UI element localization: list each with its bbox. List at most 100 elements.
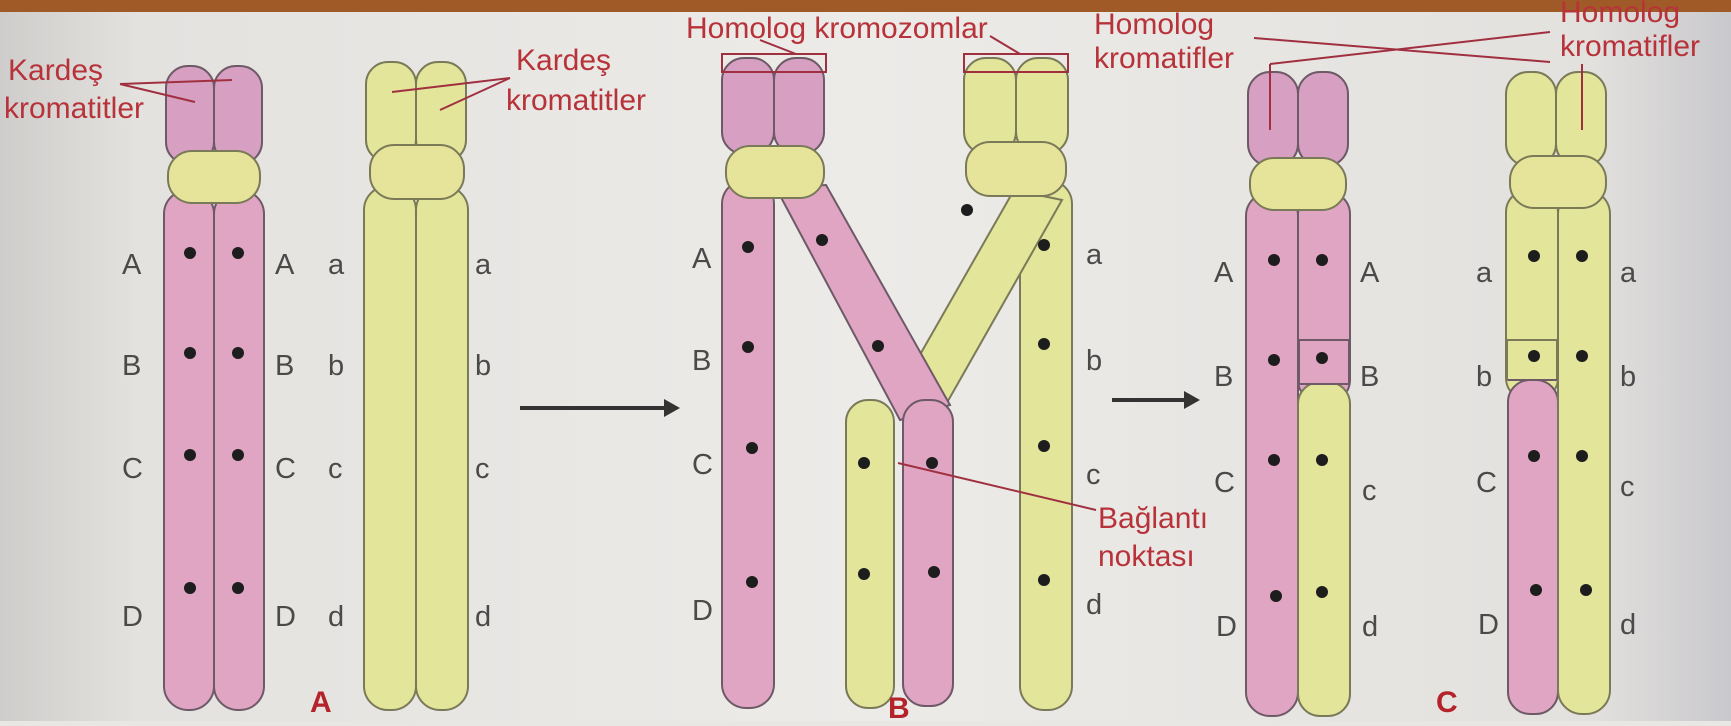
gene-label: B	[692, 345, 711, 377]
label-homologous-chromatids-2-line1: Homolog	[1560, 0, 1680, 29]
gene-label: a	[1620, 257, 1637, 289]
gene-locus	[184, 582, 196, 594]
gene-locus	[1268, 454, 1280, 466]
gene-locus	[1268, 354, 1280, 366]
gene-locus	[926, 457, 938, 469]
gene-locus	[1316, 454, 1328, 466]
gene-locus	[858, 568, 870, 580]
centromere	[966, 142, 1066, 196]
panel-label-b: B	[888, 692, 910, 721]
gene-locus	[1528, 450, 1540, 462]
gene-locus	[1038, 574, 1050, 586]
gene-label: C	[275, 453, 296, 485]
gene-label: C	[122, 453, 143, 485]
gene-label: C	[692, 449, 713, 481]
centromere	[370, 145, 464, 199]
gene-label: D	[692, 595, 713, 627]
gene-label: c	[1086, 459, 1101, 491]
gene-locus	[1576, 250, 1588, 262]
gene-locus	[184, 347, 196, 359]
gene-label: D	[1478, 609, 1499, 641]
gene-label: b	[475, 350, 491, 382]
label-homologous-chromatids-1-line2: kromatifler	[1094, 42, 1234, 75]
gene-locus	[1316, 352, 1328, 364]
chromosome-a-pink	[164, 66, 264, 710]
gene-label: c	[475, 453, 490, 485]
gene-locus	[1580, 584, 1592, 596]
gene-label: B	[1360, 361, 1379, 393]
gene-label: A	[122, 249, 142, 281]
gene-label: d	[475, 601, 491, 633]
chromosome-a-yellow	[364, 62, 468, 710]
chromatid-top	[1248, 72, 1298, 166]
gene-locus	[872, 340, 884, 352]
chromosome-c-left	[1246, 72, 1350, 716]
label-sister-chromatids-2-line2: kromatitler	[506, 84, 646, 117]
gene-locus	[1576, 450, 1588, 462]
gene-label: D	[1216, 611, 1237, 643]
gene-locus	[742, 241, 754, 253]
label-homologous-chromatids-2-line2: kromatifler	[1560, 30, 1700, 63]
gene-locus	[1530, 584, 1542, 596]
gene-label: a	[1086, 239, 1103, 271]
gene-locus	[1270, 590, 1282, 602]
gene-label: d	[328, 601, 344, 633]
gene-label: B	[122, 350, 141, 382]
gene-label: A	[692, 243, 712, 275]
chromatid-arm-pink-part	[1508, 380, 1558, 714]
gene-label: c	[328, 453, 343, 485]
gene-locus	[1528, 250, 1540, 262]
gene-label: a	[1476, 257, 1493, 289]
gene-locus	[1038, 440, 1050, 452]
gene-label: d	[1086, 589, 1102, 621]
gene-locus	[742, 341, 754, 353]
gene-locus	[1528, 350, 1540, 362]
gene-locus	[816, 234, 828, 246]
gene-locus	[232, 582, 244, 594]
label-sister-chromatids-line2: kromatitler	[4, 92, 144, 125]
chromatid-arm	[364, 186, 416, 710]
crossed-chromatid-lower	[846, 400, 894, 708]
panel-label-c: C	[1436, 686, 1458, 719]
gene-label: C	[1476, 467, 1497, 499]
gene-locus	[1038, 239, 1050, 251]
gene-label: b	[1620, 361, 1636, 393]
gene-locus	[1576, 350, 1588, 362]
gene-locus	[1316, 586, 1328, 598]
gene-label: d	[1620, 609, 1636, 641]
gene-label: C	[1214, 467, 1235, 499]
panel-label-a: A	[310, 686, 332, 719]
label-homologous-chromosomes: Homolog kromozomlar	[686, 12, 988, 45]
centromere	[168, 151, 260, 203]
label-connection-point-line2: noktası	[1098, 540, 1195, 573]
gene-label: A	[1360, 257, 1380, 289]
chromatid-arm	[1246, 192, 1298, 716]
gene-label: A	[1214, 257, 1234, 289]
gene-label: D	[122, 601, 143, 633]
gene-label: B	[1214, 361, 1233, 393]
gene-locus	[746, 576, 758, 588]
gene-locus	[746, 442, 758, 454]
gene-locus	[1038, 338, 1050, 350]
label-homologous-chromatids-1-line1: Homolog	[1094, 8, 1214, 41]
centromere	[1250, 158, 1346, 210]
crossed-chromatid-lower	[903, 400, 953, 706]
label-sister-chromatids-line1: Kardeş	[8, 54, 103, 87]
gene-locus	[1316, 254, 1328, 266]
gene-locus	[184, 449, 196, 461]
gene-locus	[858, 457, 870, 469]
gene-label: B	[275, 350, 294, 382]
gene-locus	[961, 204, 973, 216]
gene-label: c	[1362, 475, 1377, 507]
label-connection-point-line1: Bağlantı	[1098, 502, 1208, 535]
gene-label: d	[1362, 611, 1378, 643]
gene-label: b	[328, 350, 344, 382]
label-sister-chromatids-2-line1: Kardeş	[516, 44, 611, 77]
centromere	[1510, 156, 1606, 208]
gene-locus	[928, 566, 940, 578]
gene-label: a	[475, 249, 492, 281]
chromatid-top	[1506, 72, 1556, 166]
gene-locus	[232, 449, 244, 461]
